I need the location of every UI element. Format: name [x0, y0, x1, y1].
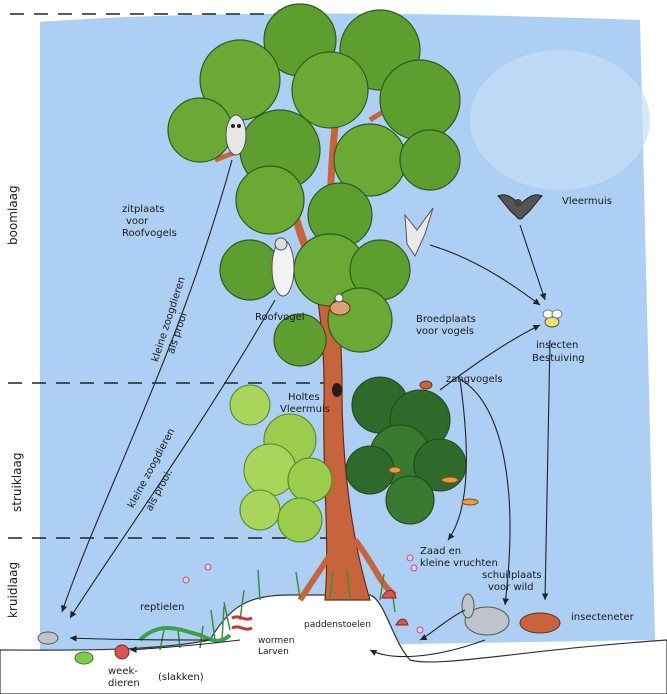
flowers	[182, 554, 424, 634]
label-zitplaats: zitplaats	[122, 204, 165, 215]
label-broedplaats: Broedplaats	[416, 314, 476, 325]
raptor-icon	[271, 237, 295, 297]
fallen-leaves	[388, 466, 479, 506]
label-week: week-	[108, 666, 138, 677]
label-insecten: insecten	[536, 340, 579, 351]
mouse-icon	[37, 631, 59, 645]
tree-canopy	[167, 3, 461, 367]
grass	[159, 569, 396, 651]
label-wormen: wormen	[258, 636, 295, 646]
light-shrub	[229, 384, 333, 543]
label-zangvogels: zangvogels	[446, 374, 503, 385]
label-slakken: (slakken)	[158, 672, 204, 683]
rabbit-icon	[461, 593, 510, 636]
worm-icon	[231, 615, 253, 631]
label-paddenstoelen: paddenstoelen	[304, 620, 371, 630]
label-zitplaats-voor: voor	[126, 216, 149, 227]
label-larven: Larven	[258, 647, 289, 657]
sky-highlight	[470, 50, 650, 190]
mushroom-icon	[381, 590, 409, 626]
snake-icon	[138, 626, 232, 643]
layer-label-struiklaag: struiklaag	[10, 452, 24, 512]
label-broedplaats-voor-vogels: voor vogels	[416, 326, 474, 337]
label-zaad: Zaad en	[420, 546, 462, 557]
owl-icon	[225, 114, 247, 156]
songbird-icon	[419, 380, 433, 390]
label-insecteneter: insecteneter	[571, 612, 634, 623]
nest-icon	[329, 293, 351, 316]
bee-icon	[542, 309, 563, 328]
arrows	[60, 159, 551, 658]
label-dieren: dieren	[108, 678, 140, 689]
label-reptielen: reptielen	[140, 602, 185, 613]
label-bestuiving: Bestuiving	[532, 353, 585, 364]
hedgehog-icon	[519, 612, 561, 634]
bat-icon	[497, 194, 543, 220]
label-kleine-vruchten: kleine vruchten	[420, 558, 498, 569]
label-holtes-vleermuis: Vleermuis	[280, 404, 330, 415]
label-vleermuis: Vleermuis	[562, 196, 612, 207]
tree-hollow	[332, 383, 342, 397]
label-holtes: Holtes	[288, 392, 320, 403]
label-schuilplaats: schuilplaats	[482, 570, 542, 581]
layer-label-kruidlaag: kruidlaag	[6, 561, 20, 618]
snail-icon	[114, 644, 130, 660]
flying-bird-icon	[404, 207, 434, 258]
label-roofvogel: Roofvogel	[255, 312, 305, 323]
label-voor-wild: voor wild	[488, 582, 534, 593]
dark-shrub	[345, 376, 467, 525]
label-zitplaats-roofvogels: Roofvogels	[122, 228, 177, 239]
layer-label-boomlaag: boomlaag	[6, 185, 20, 245]
frog-icon	[74, 651, 94, 665]
